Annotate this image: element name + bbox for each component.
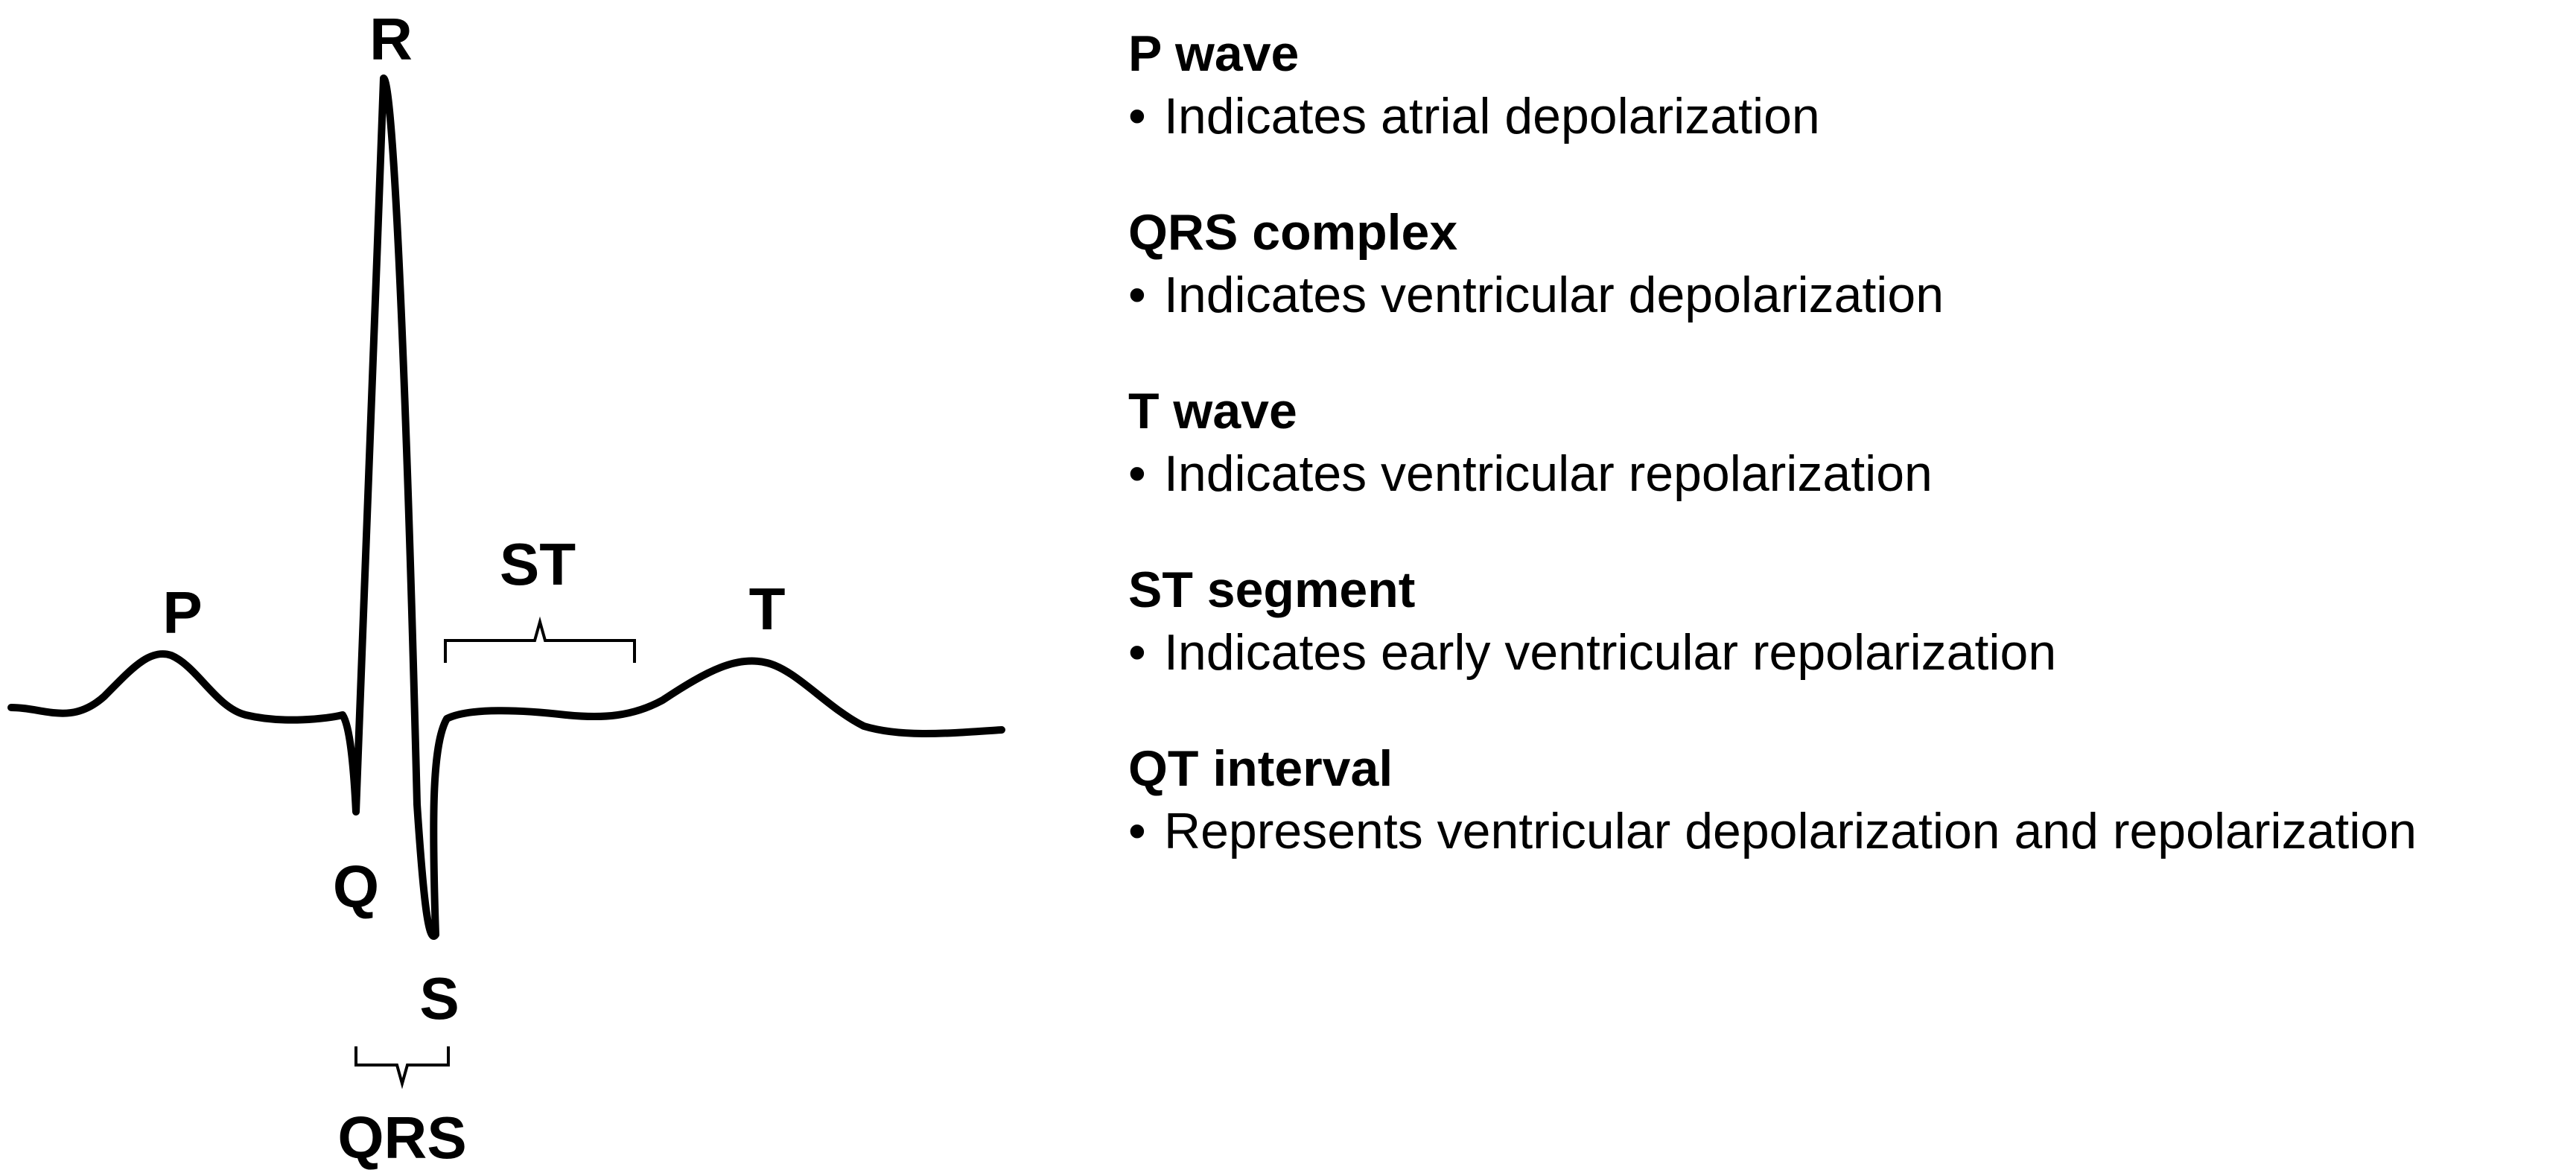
- st-bracket: [444, 616, 636, 663]
- legend-title: QT interval: [1128, 740, 1393, 797]
- label-p: P: [162, 579, 202, 646]
- legend-title: T wave: [1128, 383, 1297, 439]
- legend-desc: • Indicates ventricular depolarization: [1128, 264, 2566, 326]
- legend-desc-text: Indicates early ventricular repolarizati…: [1164, 624, 2057, 681]
- bullet: •: [1128, 445, 1146, 502]
- legend-desc-text: Represents ventricular depolarization an…: [1164, 803, 2417, 859]
- legend-item-qt-interval: QT interval • Represents ventricular depo…: [1128, 737, 2566, 862]
- label-q: Q: [333, 853, 379, 920]
- legend-title: ST segment: [1128, 562, 1416, 618]
- legend: P wave •Indicates atrial depolarization …: [1128, 22, 2566, 916]
- label-qrs: QRS: [337, 1104, 466, 1171]
- bullet: •: [1128, 88, 1146, 144]
- ecg-diagram: R P ST T Q S QRS: [7, 6, 1005, 1171]
- legend-desc-text: Indicates atrial depolarization: [1164, 88, 1820, 144]
- legend-desc-text: Indicates ventricular depolarization: [1164, 267, 1944, 323]
- bullet: •: [1128, 803, 1146, 859]
- legend-desc: • Indicates ventricular repolarization: [1128, 442, 2566, 505]
- legend-item-qrs-complex: QRS complex • Indicates ventricular depol…: [1128, 201, 2566, 326]
- label-s: S: [419, 965, 459, 1031]
- label-st: ST: [500, 531, 576, 597]
- ecg-trace: [7, 74, 1005, 940]
- bullet: •: [1128, 267, 1146, 323]
- label-t: T: [749, 576, 786, 642]
- legend-item-st-segment: ST segment • Indicates early ventricular …: [1128, 559, 2566, 684]
- qrs-bracket: [354, 1046, 450, 1090]
- legend-desc: • Indicates atrial depolarization: [1128, 85, 2566, 147]
- legend-item-t-wave: T wave • Indicates ventricular repolariza…: [1128, 380, 2566, 505]
- label-r: R: [369, 6, 413, 72]
- bullet: •: [1128, 624, 1146, 681]
- legend-desc-text: Indicates ventricular repolarization: [1164, 445, 1933, 502]
- legend-item-p-wave: P wave • Indicates atrial depolarization: [1128, 22, 2566, 147]
- legend-desc: • Indicates early ventricular repolarizat…: [1128, 621, 2566, 684]
- legend-title: P wave: [1128, 25, 1300, 82]
- legend-title: QRS complex: [1128, 204, 1458, 261]
- legend-desc: • Represents ventricular depolarization a…: [1128, 800, 2566, 862]
